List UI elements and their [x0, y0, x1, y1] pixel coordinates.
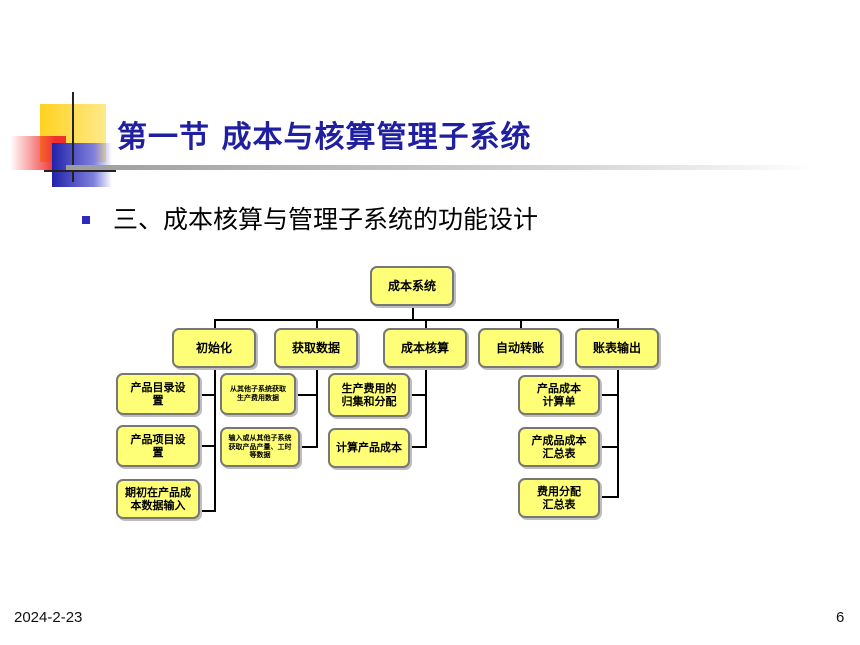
- node-opening-wip: 期初在产品成本数据输入: [116, 479, 200, 519]
- connector-line: [520, 319, 522, 329]
- node-auto-transfer: 自动转账: [478, 328, 562, 368]
- node-expense-allocation: 生产费用的归集和分配: [328, 373, 410, 417]
- connector-line: [600, 446, 619, 448]
- node-product-items: 产品项目设置: [116, 425, 200, 467]
- connector-line: [412, 306, 414, 320]
- node-expense-allocation-summary: 费用分配汇总表: [518, 478, 600, 518]
- node-cost-calc: 成本核算: [383, 328, 467, 368]
- connector-line: [200, 445, 216, 447]
- connector-line: [200, 510, 216, 512]
- connector-line: [410, 446, 427, 448]
- bullet-text: 三、成本核算与管理子系统的功能设计: [113, 205, 539, 234]
- node-root: 成本系统: [370, 266, 454, 306]
- connector-line: [214, 319, 216, 329]
- connector-line: [600, 496, 619, 498]
- connector-line: [296, 446, 318, 448]
- node-get-expense-data: 从其他子系统获取生产费用数据: [220, 373, 296, 415]
- connector-line: [617, 319, 619, 329]
- node-report-output: 账表输出: [575, 328, 659, 368]
- deco-horizontal-line: [44, 170, 116, 172]
- node-input-output-hours: 输入或从其他子系统获取产品产量、工时等数据: [220, 427, 300, 467]
- slide-title: 第一节 成本与核算管理子系统: [117, 120, 532, 155]
- bullet-icon: [82, 216, 90, 224]
- footer-date: 2024-2-23: [14, 609, 83, 626]
- connector-line: [425, 368, 427, 448]
- connector-line: [200, 394, 216, 396]
- connector-line: [214, 319, 618, 321]
- node-product-catalog: 产品目录设置: [116, 373, 200, 415]
- connector-line: [316, 319, 318, 329]
- node-finished-goods-summary: 产成品成本汇总表: [518, 427, 600, 467]
- connector-line: [316, 368, 318, 448]
- connector-line: [296, 394, 318, 396]
- title-underline: [66, 165, 816, 170]
- node-calc-product-cost: 计算产品成本: [328, 428, 410, 468]
- node-get-data: 获取数据: [274, 328, 358, 368]
- connector-line: [617, 368, 619, 498]
- connector-line: [425, 319, 427, 329]
- deco-vertical-line: [72, 92, 74, 182]
- connector-line: [600, 394, 619, 396]
- node-init: 初始化: [172, 328, 256, 368]
- page-number: 6: [836, 609, 845, 626]
- connector-line: [410, 394, 427, 396]
- connector-line: [214, 368, 216, 512]
- node-product-cost-sheet: 产品成本计算单: [518, 375, 600, 415]
